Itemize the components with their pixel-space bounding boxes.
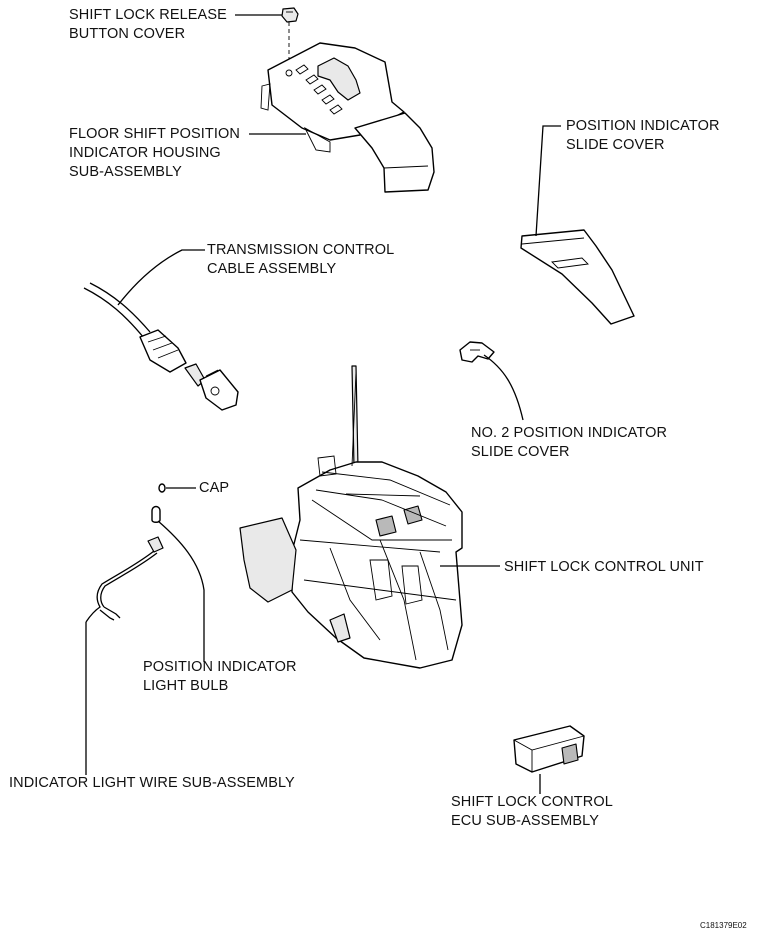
light-bulb-leader (157, 520, 205, 662)
label-line: SHIFT LOCK RELEASE (69, 7, 227, 23)
shift-lock-release-button-cover-part (281, 7, 299, 70)
label-cap: CAP (199, 479, 229, 498)
figure-reference-code: C181379E02 (700, 921, 747, 930)
label-position-indicator-light-bulb: POSITION INDICATOR LIGHT BULB (143, 658, 297, 696)
label-line: FLOOR SHIFT POSITION (69, 126, 240, 142)
label-line: SLIDE COVER (566, 137, 665, 153)
cable-leader (117, 249, 205, 306)
no2-slide-cover-part (459, 341, 495, 363)
transmission-control-cable-part (83, 282, 239, 411)
label-line: INDICATOR LIGHT WIRE SUB-ASSEMBLY (9, 775, 295, 791)
label-line: NO. 2 POSITION INDICATOR (471, 425, 668, 441)
cap-part (158, 483, 166, 493)
shift-lock-ecu-part (513, 725, 585, 773)
label-transmission-control-cable: TRANSMISSION CONTROL CABLE ASSEMBLY (207, 241, 394, 279)
light-bulb-part (151, 505, 161, 523)
label-position-indicator-slide-cover: POSITION INDICATOR SLIDE COVER (566, 117, 720, 155)
label-line: SLIDE COVER (471, 444, 570, 460)
label-line: POSITION INDICATOR (143, 659, 297, 675)
position-indicator-slide-cover-part (520, 229, 635, 325)
label-line: SUB-ASSEMBLY (69, 164, 182, 180)
floor-shift-housing-part (260, 42, 435, 193)
label-shift-lock-control-unit: SHIFT LOCK CONTROL UNIT (504, 558, 704, 577)
label-shift-lock-release-button-cover: SHIFT LOCK RELEASE BUTTON COVER (69, 6, 227, 44)
label-line: POSITION INDICATOR (566, 118, 720, 134)
no2-slide-cover-leader (483, 354, 524, 421)
label-indicator-light-wire: INDICATOR LIGHT WIRE SUB-ASSEMBLY (9, 774, 295, 793)
label-line: SHIFT LOCK CONTROL (451, 794, 613, 810)
slide-cover-leader (535, 125, 561, 237)
label-line: ECU SUB-ASSEMBLY (451, 813, 599, 829)
label-floor-shift-housing: FLOOR SHIFT POSITION INDICATOR HOUSING S… (69, 125, 240, 182)
label-no2-position-indicator-slide-cover: NO. 2 POSITION INDICATOR SLIDE COVER (471, 424, 667, 462)
indicator-light-wire-part (85, 536, 164, 623)
label-line: TRANSMISSION CONTROL (207, 242, 395, 258)
label-line: INDICATOR HOUSING (69, 145, 221, 161)
label-line: CAP (199, 480, 230, 496)
label-shift-lock-control-ecu: SHIFT LOCK CONTROL ECU SUB-ASSEMBLY (451, 793, 613, 831)
shift-lock-control-unit-part (239, 365, 463, 669)
label-line: BUTTON COVER (69, 26, 186, 42)
label-line: SHIFT LOCK CONTROL UNIT (504, 559, 704, 575)
label-line: LIGHT BULB (143, 678, 229, 694)
label-line: CABLE ASSEMBLY (207, 261, 337, 277)
